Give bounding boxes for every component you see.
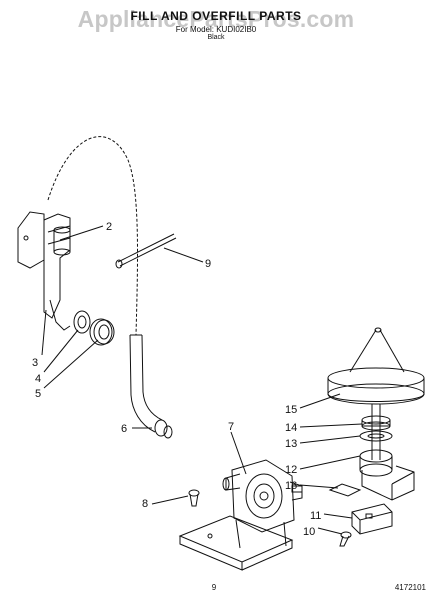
callout-14: 14 (285, 422, 297, 434)
water-valve-assembly (178, 459, 303, 571)
screw-10 (339, 531, 352, 547)
callout-3: 3 (32, 357, 38, 369)
callout-10: 10 (303, 526, 315, 538)
document-code: 4172101 (395, 583, 427, 592)
callout-6: 6 (121, 423, 127, 435)
overfill-float (327, 327, 425, 405)
color-variant: Black (207, 34, 225, 41)
fill-hose (47, 136, 173, 439)
microswitch (351, 503, 393, 535)
leader-lines (41, 225, 363, 535)
callout-13: 13 (285, 438, 297, 450)
nut (89, 318, 115, 346)
callout-4: 4 (35, 373, 41, 385)
callout-16: 16 (285, 480, 297, 492)
callout-2: 2 (106, 221, 112, 233)
callout-9: 9 (205, 258, 211, 270)
callout-15: 15 (285, 404, 297, 416)
callout-5: 5 (35, 388, 41, 400)
float-stem-hardware (359, 404, 393, 477)
watermark: AppliancePartsPros.com (77, 6, 355, 32)
callout-12: 12 (285, 464, 297, 476)
switch-lever (328, 465, 415, 501)
model-subtitle: For Model: KUDI02IB0 (175, 25, 257, 34)
callout-11: 11 (310, 510, 321, 522)
fill-funnel-bracket (17, 211, 71, 331)
callout-7: 7 (228, 421, 234, 433)
fill-rod (115, 233, 177, 269)
callout-8: 8 (142, 498, 148, 510)
screw-8 (188, 489, 200, 507)
washer (73, 310, 91, 334)
page-number: 9 (212, 583, 217, 592)
diagram-title: FILL AND OVERFILL PARTS (130, 9, 302, 23)
